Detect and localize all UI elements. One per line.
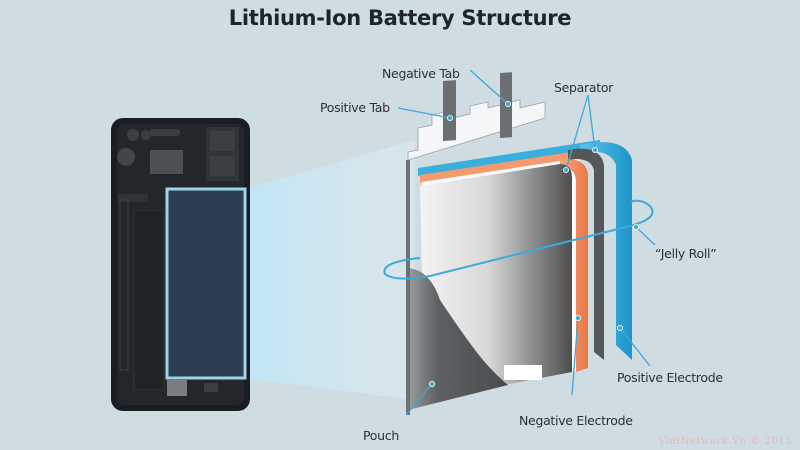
projection-beam: [242, 140, 415, 400]
label-positive-tab: Positive Tab: [320, 100, 390, 115]
page-title: Lithium-Ion Battery Structure: [228, 6, 572, 30]
jelly-roll-loop: [383, 199, 654, 280]
label-negative-electrode: Negative Electrode: [519, 413, 633, 428]
phone-battery: [165, 187, 247, 380]
negative-electrode-layer: [560, 159, 588, 372]
positive-electrode-layer: [580, 142, 632, 360]
label-jelly-roll: “Jelly Roll”: [655, 246, 717, 261]
label-pouch: Pouch: [363, 428, 399, 443]
phone-illustration: [111, 118, 250, 411]
positive-tab: [443, 80, 456, 142]
label-negative-tab: Negative Tab: [382, 66, 460, 81]
label-positive-electrode: Positive Electrode: [617, 370, 723, 385]
separator-layer: [568, 148, 604, 360]
battery-cell: [406, 72, 632, 415]
watermark: VietNetwork.Vn © 2013: [658, 436, 792, 447]
label-separator: Separator: [554, 80, 614, 95]
callouts: [397, 69, 656, 416]
pouch-torn-layer: [408, 268, 508, 410]
